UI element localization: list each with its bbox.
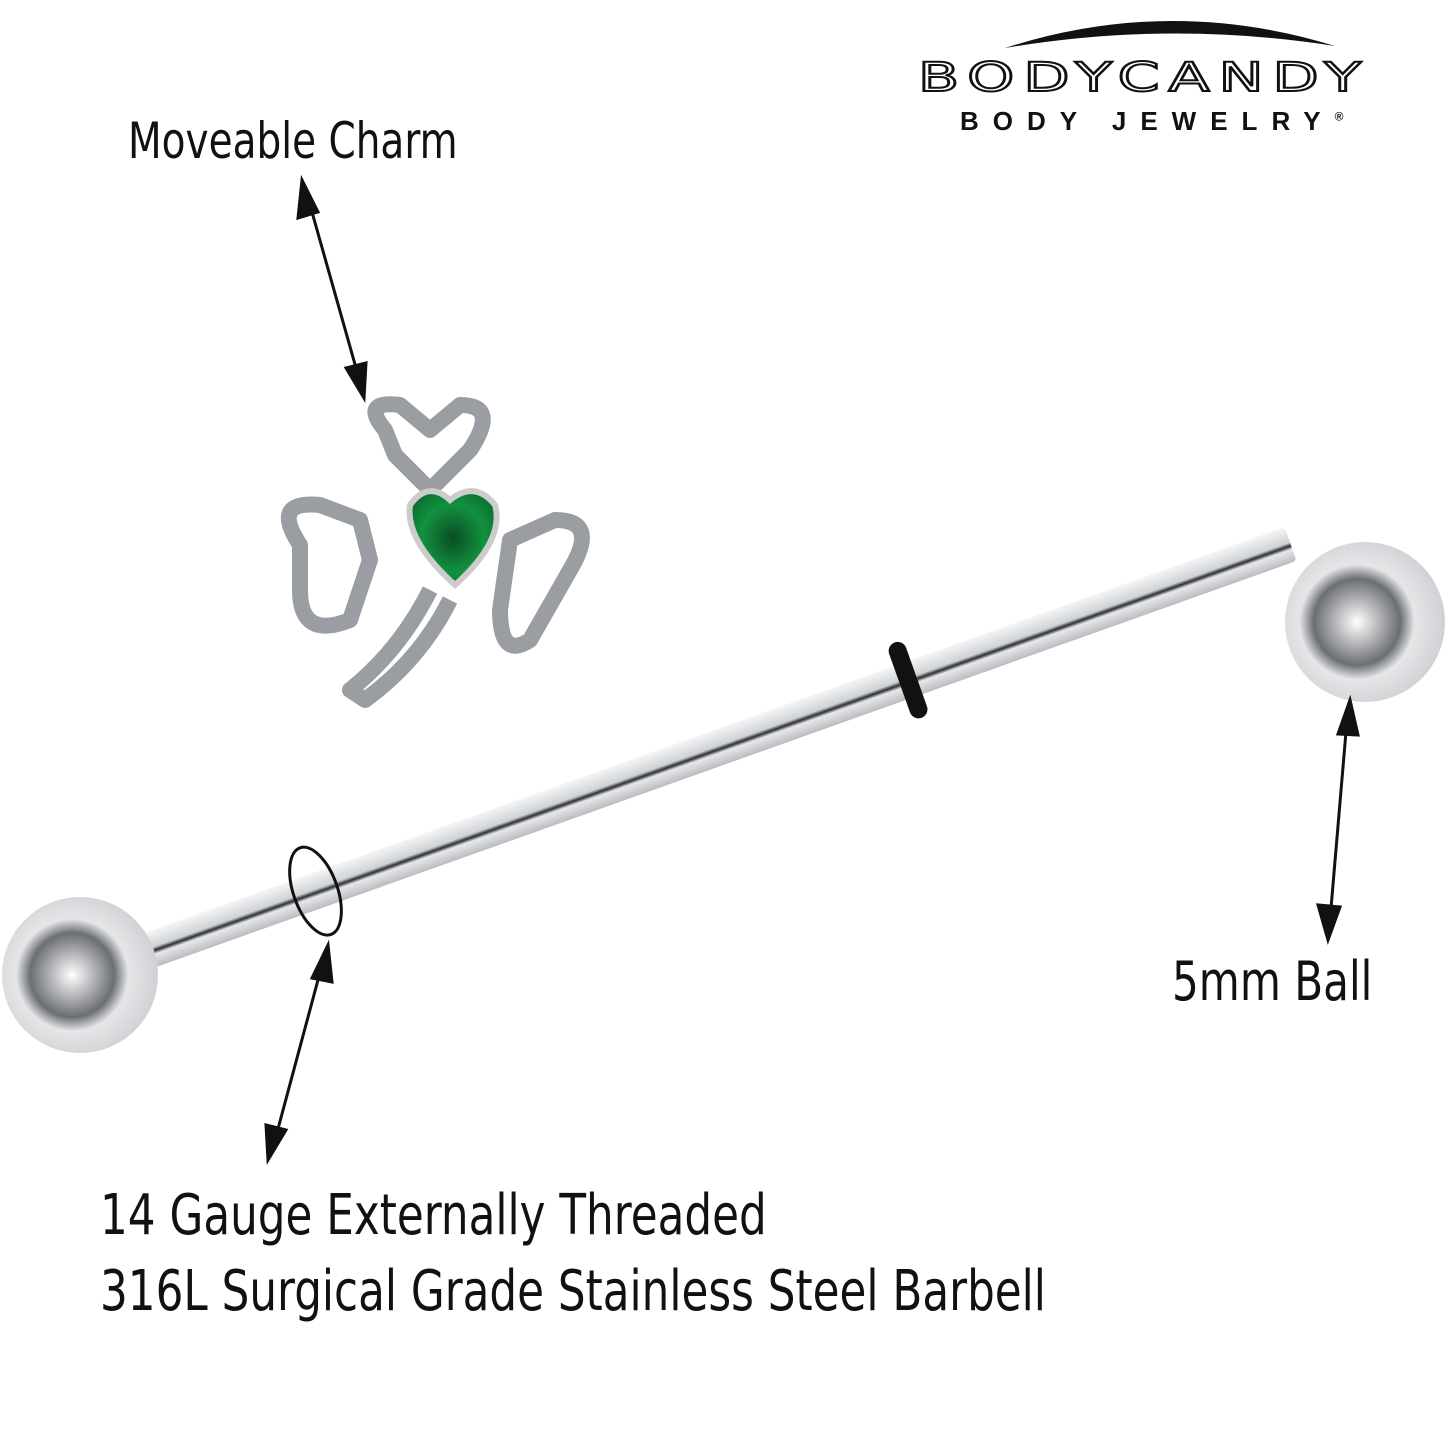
right-ball	[1285, 542, 1445, 702]
brand-tagline: BODY JEWELRY®	[960, 106, 1344, 136]
arrows	[264, 174, 1360, 1165]
ball-label: 5mm Ball	[1172, 950, 1373, 1013]
shamrock-charm	[280, 396, 590, 708]
charm-label: Moveable Charm	[128, 112, 458, 170]
gauge-marker	[288, 845, 343, 937]
brand-logo: BODYCANDY	[916, 54, 1371, 102]
o-ring	[888, 641, 928, 719]
green-gem	[406, 488, 500, 590]
barbell-bar	[131, 528, 1296, 971]
logo-swoosh	[1005, 20, 1335, 48]
left-ball	[2, 897, 158, 1053]
